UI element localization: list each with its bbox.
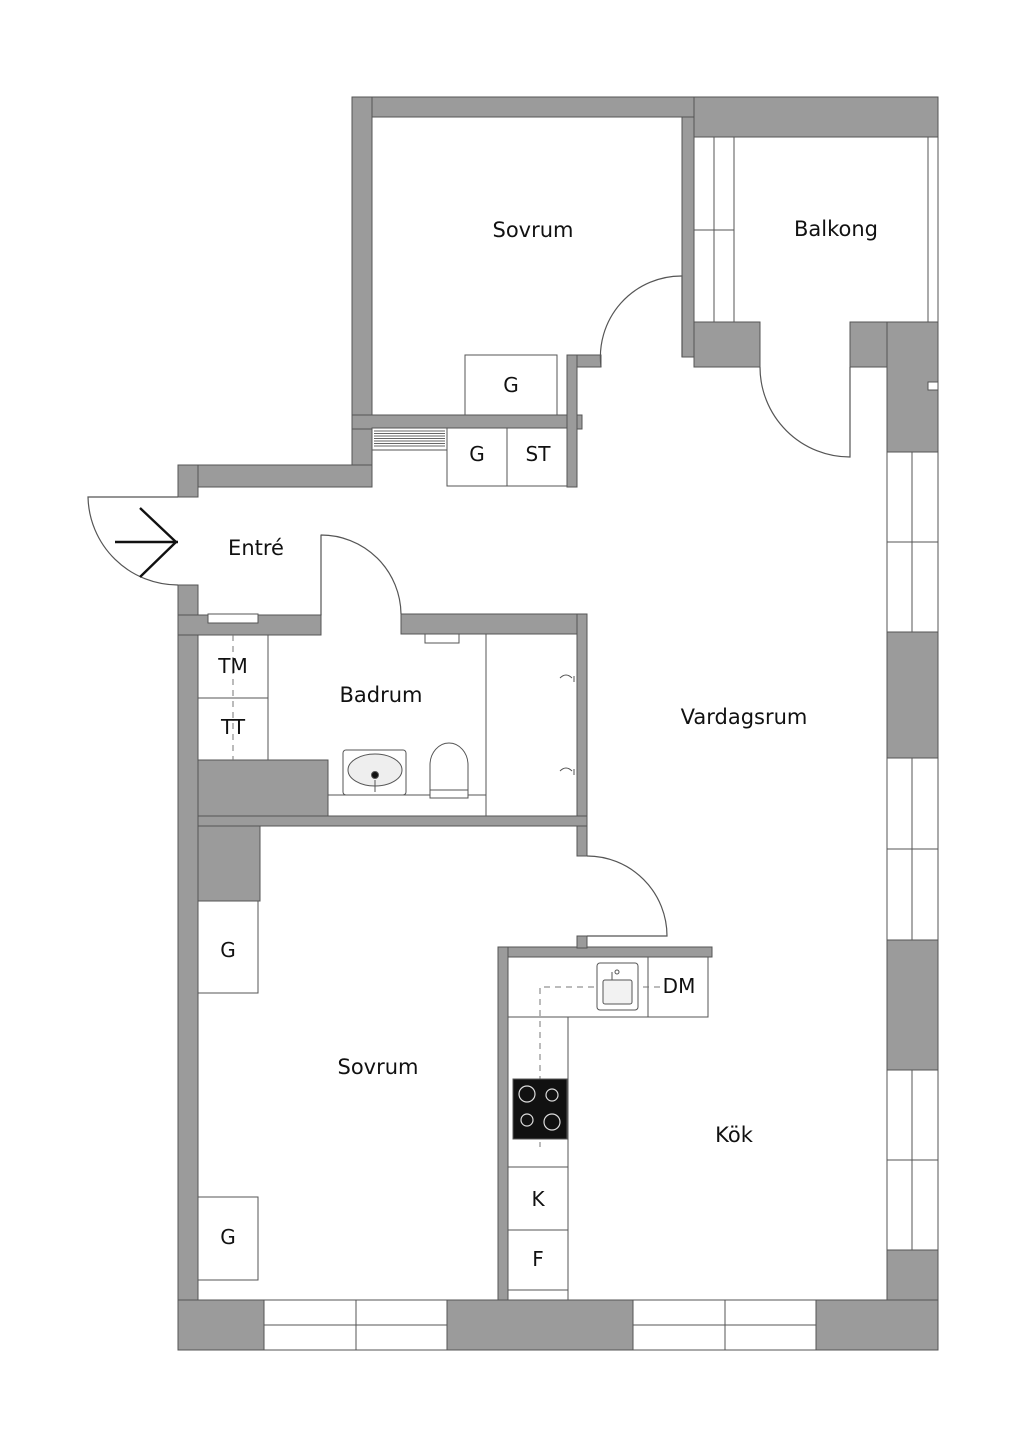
label-washing-machine: TM (217, 654, 247, 678)
label-wardrobe-bedroom-2: G (220, 1225, 236, 1249)
room-label-entrance: Entré (228, 536, 284, 560)
wall-top-right-corner (693, 96, 939, 138)
label-storage-hall: ST (526, 442, 552, 466)
door-bedroom-2 (586, 855, 668, 937)
freezer (507, 1229, 569, 1291)
wall-bedroom-2-top (197, 815, 588, 827)
label-dishwasher: DM (663, 974, 696, 998)
windows (263, 136, 939, 1351)
room-label-living-room: Vardagsrum (681, 705, 808, 729)
wall-kitchen-door-stub (576, 935, 588, 949)
doors (87, 275, 851, 937)
wall-balcony-left (693, 321, 761, 368)
door-bathroom (320, 534, 402, 615)
wall-kitchen-top (497, 946, 713, 958)
bath-vent (424, 633, 460, 644)
label-wardrobe-bedroom-1: G (220, 938, 236, 962)
room-label-bathroom: Badrum (339, 683, 422, 707)
room-labels: Sovrum Balkong Entré Badrum Vardagsrum S… (228, 217, 878, 1147)
room-label-bedroom-bottom: Sovrum (337, 1055, 418, 1079)
room-label-kitchen: Kök (715, 1123, 754, 1147)
wardrobe-hall (446, 427, 508, 487)
door-entrance (87, 496, 179, 586)
wall-entrance-top (177, 464, 373, 488)
wall-bedroom-top-left (351, 96, 373, 468)
room-label-balcony: Balkong (794, 217, 878, 241)
wall-bedroom-top-bottom (351, 414, 583, 430)
toilet-icon (429, 742, 469, 799)
door-balcony (759, 366, 851, 458)
label-tumble-dryer: TT (220, 715, 246, 739)
label-freezer: F (532, 1247, 544, 1271)
wall-bath-top (400, 613, 588, 635)
entrance-arrow-icon (115, 507, 178, 578)
wardrobe-bedroom-top (464, 354, 558, 416)
kitchen-sink-icon (596, 962, 639, 1011)
shower-icon (559, 674, 575, 775)
window-balcony-right (927, 136, 939, 323)
sink-icon (342, 749, 407, 796)
radiator-icon (371, 427, 448, 451)
wardrobe-bedroom-1 (197, 900, 259, 994)
wall-kitchen-left (497, 946, 509, 1301)
door-bedroom-top (599, 275, 683, 368)
wall-right-2 (886, 631, 939, 759)
fixture-labels: G G ST TM TT G G DM K F (217, 373, 695, 1271)
kitchen-counter-bottom (507, 1289, 569, 1301)
storage-hall (506, 427, 568, 487)
label-wardrobe-bedroom-top: G (503, 373, 519, 397)
vent-right (927, 381, 939, 391)
stove-icon (512, 1078, 568, 1140)
dishwasher (647, 956, 709, 1018)
wall-left-upper (177, 464, 199, 498)
label-wardrobe-hall: G (469, 442, 485, 466)
wall-utility-block (197, 759, 329, 827)
fridge (507, 1166, 569, 1231)
wall-bedroom-2-left-thick (197, 825, 261, 902)
wall-left-lower (177, 584, 199, 1351)
label-fridge: K (531, 1187, 545, 1211)
entrance-shelf (207, 613, 259, 624)
wall-right-3 (886, 939, 939, 1071)
fixture-boxes (197, 354, 709, 1301)
wardrobe-bedroom-2 (197, 1196, 259, 1281)
wall-closet-right (566, 354, 578, 488)
wall-bedroom-top-right (681, 116, 695, 358)
shower-area (485, 633, 578, 817)
dashed-lines (232, 635, 660, 1147)
room-label-bedroom-top: Sovrum (492, 218, 573, 242)
